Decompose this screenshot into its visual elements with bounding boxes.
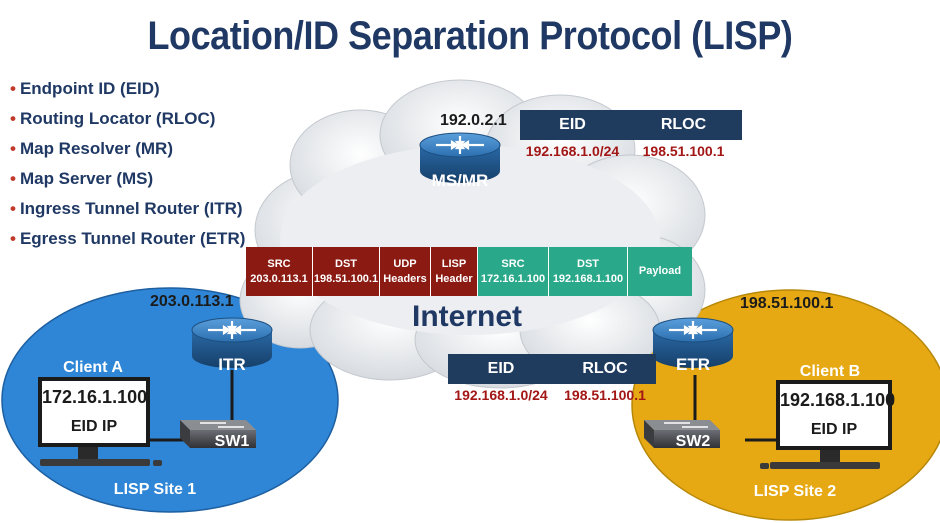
- field-name: DST: [335, 257, 357, 270]
- client-a-ip: 172.16.1.100: [42, 387, 148, 407]
- field-value: 192.168.1.100: [552, 272, 624, 285]
- site1-label: LISP Site 1: [114, 481, 197, 498]
- page-title: Location/ID Separation Protocol (LISP): [147, 14, 793, 58]
- client-a-computer-icon: [40, 447, 162, 466]
- field-value: Headers: [383, 272, 427, 285]
- term-item: •Ingress Tunnel Router (ITR): [10, 194, 245, 224]
- map-table-row: 192.168.1.0/24 198.51.100.1: [520, 140, 742, 162]
- field-name: Payload: [638, 265, 682, 277]
- field-value: 198.51.100.1: [313, 272, 379, 285]
- itr-ip-label: 203.0.113.1: [150, 293, 234, 310]
- field-value: 203.0.113.1: [250, 272, 308, 285]
- itr-label: ITR: [218, 355, 245, 374]
- field-value: Header: [435, 272, 473, 285]
- term-item: •Map Resolver (MR): [10, 134, 245, 164]
- msmr-ip-label: 192.0.2.1: [440, 112, 507, 129]
- eid-value: 192.168.1.0/24: [454, 387, 548, 403]
- packet-field: Payload: [628, 247, 692, 296]
- term-item: •Map Server (MS): [10, 164, 245, 194]
- msmr-label: MS/MR: [432, 171, 489, 190]
- eid-value: 192.168.1.0/24: [525, 143, 620, 159]
- eid-header: EID: [559, 116, 586, 133]
- client-b-eid-label: EID IP: [810, 421, 858, 438]
- term-label: Map Resolver (MR): [19, 139, 173, 158]
- field-name: SRC: [267, 257, 291, 270]
- client-b-computer-icon: [760, 450, 880, 469]
- bullet-icon: •: [10, 169, 16, 188]
- term-list: •Endpoint ID (EID) •Routing Locator (RLO…: [10, 74, 245, 254]
- field-name: SRC: [501, 257, 525, 270]
- packet-field: UDP Headers: [380, 247, 431, 296]
- client-a-screen: 172.16.1.100 EID IP: [38, 377, 150, 447]
- client-b-name: Client B: [800, 363, 860, 380]
- term-label: Routing Locator (RLOC): [19, 109, 216, 128]
- bullet-icon: •: [10, 139, 16, 158]
- client-a-eid-label: EID IP: [70, 418, 118, 435]
- eid-header: EID: [487, 360, 515, 377]
- rloc-value: 198.51.100.1: [564, 387, 646, 403]
- field-name: LISP: [441, 257, 467, 270]
- bullet-icon: •: [10, 229, 16, 248]
- packet-field: LISP Header: [431, 247, 478, 296]
- site2-label: LISP Site 2: [754, 483, 837, 500]
- map-table-row: 192.168.1.0/24 198.51.100.1: [448, 384, 656, 406]
- sw1-label: SW1: [215, 433, 250, 450]
- packet-field: SRC 172.16.1.100: [478, 247, 549, 296]
- term-item: •Endpoint ID (EID): [10, 74, 245, 104]
- term-label: Map Server (MS): [19, 169, 154, 188]
- rloc-header: RLOC: [660, 116, 707, 133]
- term-item: •Routing Locator (RLOC): [10, 104, 245, 134]
- field-name: DST: [577, 257, 599, 270]
- bullet-icon: •: [10, 79, 16, 98]
- packet-field: SRC 203.0.113.1: [246, 247, 313, 296]
- packet-field: DST 192.168.1.100: [549, 247, 628, 296]
- map-server-table: EID RLOC 192.168.1.0/24 198.51.100.1: [520, 110, 742, 162]
- etr-ip-label: 198.51.100.1: [740, 295, 834, 312]
- rloc-header: RLOC: [582, 360, 628, 377]
- map-table-header: EID RLOC: [448, 354, 656, 384]
- bullet-icon: •: [10, 109, 16, 128]
- sw2-label: SW2: [676, 433, 711, 450]
- term-item: •Egress Tunnel Router (ETR): [10, 224, 245, 254]
- rloc-value: 198.51.100.1: [642, 143, 725, 159]
- client-b-screen: 192.168.1.100 EID IP: [776, 380, 896, 450]
- map-table-header: EID RLOC: [520, 110, 742, 140]
- term-label: Ingress Tunnel Router (ITR): [19, 199, 243, 218]
- internet-label: Internet: [412, 300, 522, 333]
- field-name: UDP: [393, 257, 417, 270]
- encapsulated-packet: SRC 203.0.113.1 DST 198.51.100.1 UDP Header…: [246, 247, 692, 296]
- term-label: Egress Tunnel Router (ETR): [19, 229, 246, 248]
- term-label: Endpoint ID (EID): [19, 79, 160, 98]
- client-a-name: Client A: [63, 359, 123, 376]
- etr-label: ETR: [676, 355, 710, 374]
- packet-field: DST 198.51.100.1: [313, 247, 380, 296]
- bullet-icon: •: [10, 199, 16, 218]
- map-cache-table: EID RLOC 192.168.1.0/24 198.51.100.1: [448, 354, 656, 406]
- field-value: 172.16.1.100: [480, 272, 546, 285]
- client-b-ip: 192.168.1.100: [780, 390, 896, 410]
